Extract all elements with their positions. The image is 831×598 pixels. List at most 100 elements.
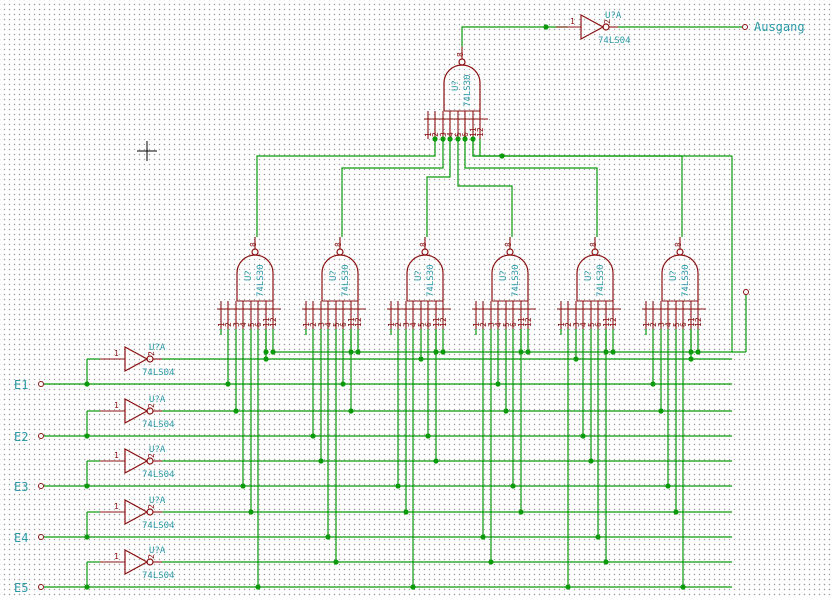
nand-reference: U? (414, 270, 424, 281)
nand-input-pin-number: 12 (694, 317, 703, 327)
junction-dot (580, 433, 586, 439)
nand-input-pin-number: 5 (332, 322, 341, 327)
junction-dot (588, 458, 594, 464)
inverter-reference: U?A (149, 343, 166, 353)
inverter-reference: U?A (149, 395, 166, 405)
nand-output-pin-number: 8 (334, 242, 343, 247)
nand-input-pin-number: 11 (262, 317, 271, 327)
nand-input-pin-number: 1 (472, 322, 481, 327)
inverter-pin-out-number: 2 (147, 554, 156, 559)
nand-input-pin-number: 2 (431, 132, 440, 137)
junction-dot (84, 584, 90, 590)
nand-input-pin-number: 11 (469, 127, 478, 137)
junction-dot (410, 584, 416, 590)
nand-input-pin-number: 12 (354, 317, 363, 327)
wire (461, 26, 568, 47)
nand-input-pin-number: 12 (269, 317, 278, 327)
nand-input-pin-number: 1 (424, 132, 433, 137)
junction-dot (573, 356, 579, 362)
inverter-pin-out-number: 2 (147, 403, 156, 408)
nand-input-pin-number: 5 (454, 132, 463, 137)
nand-body (406, 254, 444, 301)
output-label: Ausgang (754, 20, 805, 34)
nand-output-bubble (251, 248, 259, 256)
nand-input-pin-number: 1 (642, 322, 651, 327)
nand-reference: U? (584, 270, 594, 281)
junction-dot (688, 349, 694, 355)
junction-dot (263, 356, 269, 362)
nand-input-pin-number: 5 (417, 322, 426, 327)
junction-dot (610, 349, 616, 355)
inverter-pin-in-number: 1 (570, 17, 575, 26)
nand-input-pin-number: 4 (324, 322, 333, 327)
junction-dot (355, 349, 361, 355)
junction-dot (455, 136, 461, 142)
nand-input-pin-number: 4 (494, 322, 503, 327)
nand-input-pin-number: 11 (687, 317, 696, 327)
junction-dot (499, 153, 505, 159)
input-port-icon (38, 433, 44, 439)
nand-input-pin-number: 6 (461, 132, 470, 137)
inverter-body (580, 13, 605, 41)
nand-body (491, 254, 529, 301)
inverter-reference: U?A (149, 546, 166, 556)
junction-dot (84, 433, 90, 439)
wire (256, 139, 436, 237)
junction-dot (695, 349, 701, 355)
nand-body (661, 254, 699, 301)
inverter-part-value: 74LS04 (142, 521, 175, 531)
nand-input-pin-number: 3 (317, 322, 326, 327)
nand-output-pin-number: 8 (419, 242, 428, 247)
nand-body (236, 254, 274, 301)
nand-input-pin-number: 12 (609, 317, 618, 327)
nand-input-pin-number: 3 (232, 322, 241, 327)
nand-input-pin-number: 12 (439, 317, 448, 327)
junction-dot (84, 381, 90, 387)
inverter-body (124, 447, 149, 475)
nand-body (576, 254, 614, 301)
nand-input-pin-number: 6 (254, 322, 263, 327)
input-label-e2: E2 (14, 430, 28, 444)
nand-part-value: 74LS30 (256, 264, 266, 297)
nand-input-pin-number: 11 (432, 317, 441, 327)
inverter-pin-out-number: 2 (603, 19, 612, 24)
nand-output-pin-number: 8 (504, 242, 513, 247)
input-label-e4: E4 (14, 531, 28, 545)
inverter-pin-out-number: 2 (147, 453, 156, 458)
inverter-part-value: 74LS04 (142, 420, 175, 430)
junction-dot (565, 584, 571, 590)
nand-output-bubble (506, 248, 514, 256)
nand-input-pin-number: 12 (476, 127, 485, 137)
nand-input-pin-number: 2 (394, 322, 403, 327)
nand-reference: U? (499, 270, 509, 281)
junction-dot (433, 458, 439, 464)
wire (457, 139, 513, 237)
nand-part-value: 74LS30 (596, 264, 606, 297)
junction-dot (333, 559, 339, 565)
nand-output-bubble (458, 58, 466, 66)
junction-dot (403, 509, 409, 515)
junction-dot (650, 381, 656, 387)
nand-input-pin-number: 4 (579, 322, 588, 327)
inverter-body (124, 397, 149, 425)
nand-input-pin-number: 3 (402, 322, 411, 327)
inverter-pin-in-number: 1 (114, 552, 119, 561)
nand-reference: U? (451, 80, 461, 91)
junction-dot (418, 356, 424, 362)
nand-output-pin-number: 8 (674, 242, 683, 247)
nand-body (443, 64, 481, 111)
inverter-pin-in-number: 1 (114, 502, 119, 511)
junction-dot (543, 24, 549, 30)
nand-input-pin-number: 6 (509, 322, 518, 327)
junction-dot (263, 349, 269, 355)
nand-output-pin-number: 8 (589, 242, 598, 247)
nand-input-pin-number: 5 (247, 322, 256, 327)
junction-dot (665, 483, 671, 489)
input-port-icon (38, 381, 44, 387)
nand-reference: U? (329, 270, 339, 281)
junctions (84, 24, 701, 590)
